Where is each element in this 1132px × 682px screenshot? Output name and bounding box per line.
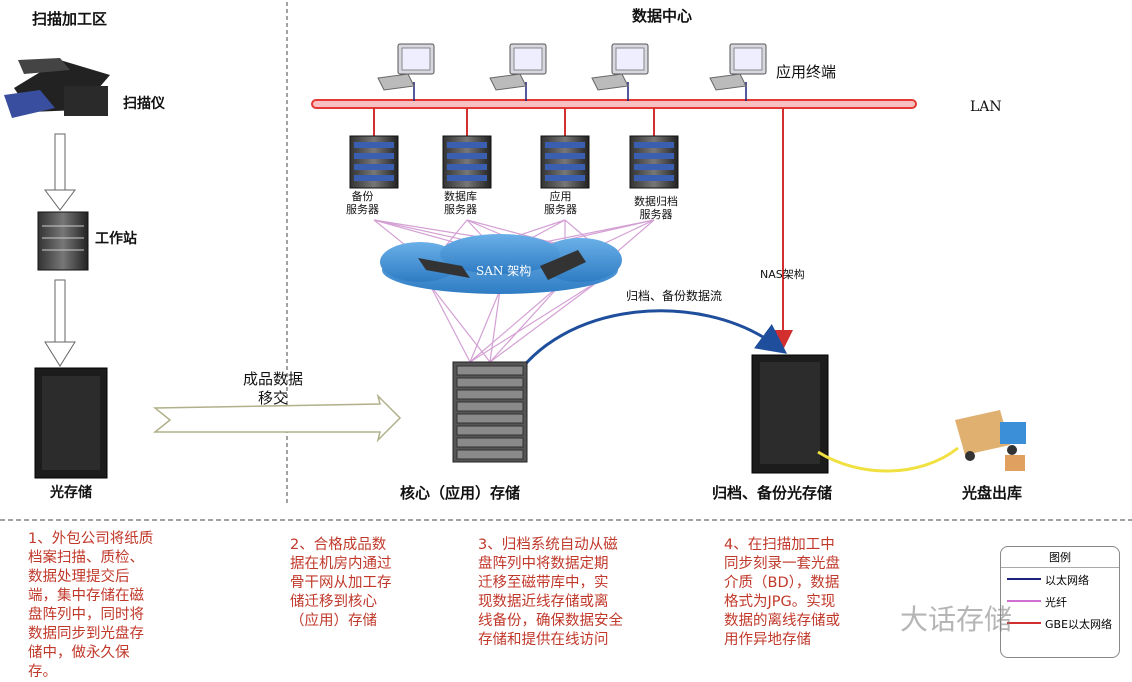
label-disc-out: 光盘出库	[962, 484, 1023, 502]
legend-label: 光纤	[1045, 596, 1067, 609]
section-title-scan: 扫描加工区	[32, 10, 108, 28]
legend-label: 以太网络	[1045, 574, 1089, 587]
label-archive-optical: 归档、备份光存储	[712, 484, 833, 502]
disk-tray	[456, 437, 524, 448]
watermark: 大话存储	[900, 603, 1013, 636]
label-archive-server: 数据归档服务器	[634, 195, 678, 221]
server-rack-icon	[629, 108, 679, 189]
archive-flow-arrow	[508, 309, 788, 386]
note-line: 迁移至磁带库中，实	[478, 575, 609, 591]
note-line: 储迁移到核心	[290, 594, 377, 610]
legend-swatch	[1007, 578, 1041, 580]
label-san: SAN 架构	[476, 264, 532, 278]
disk-tray	[456, 449, 524, 460]
fiber-link	[489, 279, 601, 363]
note-3: 3、归档系统自动从磁盘阵列中将数据定期迁移至磁带库中，实现数据近线存储或离线备份…	[478, 536, 623, 650]
label-handover: 成品数据移交	[243, 370, 304, 407]
flow-arrow-workstation-storage	[44, 279, 76, 367]
truck-icon	[955, 410, 1026, 471]
label-backup-server: 备份服务器	[346, 190, 379, 216]
disk-tray	[456, 425, 524, 436]
fiber-link	[489, 289, 501, 363]
flow-arrow-scanner-workstation	[44, 133, 76, 211]
note-line: 档案扫描、质检、	[28, 550, 144, 566]
fiber-link	[429, 284, 471, 363]
legend-swatch	[1007, 622, 1041, 624]
note-line: 3、归档系统自动从磁	[478, 537, 618, 553]
disk-tray	[456, 401, 524, 412]
label-scanner: 扫描仪	[123, 96, 165, 112]
note-line: 盘阵列中，同时将	[28, 607, 144, 623]
note-line: 骨干网从加工存	[290, 575, 392, 591]
note-line: 数据同步到光盘存	[28, 626, 144, 642]
fiber-link	[469, 279, 601, 363]
note-line: 介质（BD），数据	[724, 575, 840, 591]
fiber-link	[469, 284, 561, 363]
legend-item: 光纤	[1001, 590, 1119, 612]
note-line: 数据处理提交后	[28, 569, 130, 585]
note-line: 线备份，确保数据安全	[478, 613, 623, 629]
section-title-datacenter: 数据中心	[632, 7, 693, 25]
server-rack-icon	[540, 108, 590, 189]
legend-swatch	[1007, 600, 1041, 602]
note-line: 4、在扫描加工中	[724, 537, 835, 553]
disk-tray	[456, 413, 524, 424]
note-line: 格式为JPG。实现	[724, 594, 836, 610]
note-4: 4、在扫描加工中同步刻录一套光盘介质（BD），数据格式为JPG。实现数据的离线存…	[724, 536, 840, 650]
disk-tray	[456, 377, 524, 388]
workstation-icon	[37, 211, 89, 271]
label-db-server: 数据库服务器	[444, 190, 477, 216]
fiber-link	[489, 284, 561, 363]
label-core-storage: 核心（应用）存储	[400, 484, 521, 502]
disk-tray	[456, 365, 524, 376]
server-rack-icon	[442, 108, 492, 189]
note-line: 存。	[28, 664, 57, 680]
note-line: 1、外包公司将纸质	[28, 531, 154, 547]
label-lan: LAN	[970, 99, 1002, 115]
note-line: 数据的离线存储或	[724, 613, 840, 629]
legend: 图例 以太网络光纤 GBE以太网络	[1000, 546, 1120, 658]
fiber-link	[429, 284, 491, 363]
handover-arrow	[152, 393, 402, 443]
note-line: 盘阵列中将数据定期	[478, 556, 609, 572]
note-line: 用作异地存储	[724, 632, 811, 648]
note-line: （应用）存储	[290, 613, 377, 629]
legend-label: GBE以太网络	[1045, 618, 1113, 631]
legend-item: GBE以太网络	[1001, 612, 1119, 634]
label-optical-storage: 光存储	[50, 485, 92, 501]
lan-bus	[311, 99, 917, 109]
note-line: 端，集中存储在磁	[28, 588, 144, 604]
optical-storage-icon	[34, 367, 108, 479]
server-rack-icon	[349, 108, 399, 189]
computer-terminal-icon	[709, 43, 767, 101]
label-app-server: 应用服务器	[544, 190, 577, 216]
note-line: 2、合格成品数	[290, 537, 387, 553]
computer-terminal-icon	[489, 43, 547, 101]
label-nas: NAS架构	[760, 268, 805, 281]
legend-title: 图例	[1001, 547, 1119, 568]
label-archive-flow: 归档、备份数据流	[626, 289, 723, 303]
label-workstation: 工作站	[95, 231, 137, 247]
note-line: 现数据近线存储或离	[478, 594, 609, 610]
disk-tray	[456, 389, 524, 400]
note-1: 1、外包公司将纸质档案扫描、质检、数据处理提交后端，集中存储在磁盘阵列中，同时将…	[28, 530, 153, 682]
note-line: 同步刻录一套光盘	[724, 556, 840, 572]
computer-terminal-icon	[377, 43, 435, 101]
note-2: 2、合格成品数据在机房内通过骨干网从加工存储迁移到核心 （应用）存储	[290, 536, 392, 631]
delivery-link	[817, 446, 959, 473]
archive-optical-storage-icon	[751, 354, 829, 474]
note-line: 存储和提供在线访问	[478, 632, 609, 648]
computer-terminal-icon	[591, 43, 649, 101]
legend-item: 以太网络	[1001, 568, 1119, 590]
core-storage-icon	[452, 361, 528, 463]
san-switch-icon	[418, 250, 586, 280]
fiber-link	[469, 289, 501, 363]
label-app-terminal: 应用终端	[776, 63, 837, 81]
note-line: 储中，做永久保	[28, 645, 130, 661]
scanner-icon	[4, 58, 110, 118]
note-line: 据在机房内通过	[290, 556, 392, 572]
